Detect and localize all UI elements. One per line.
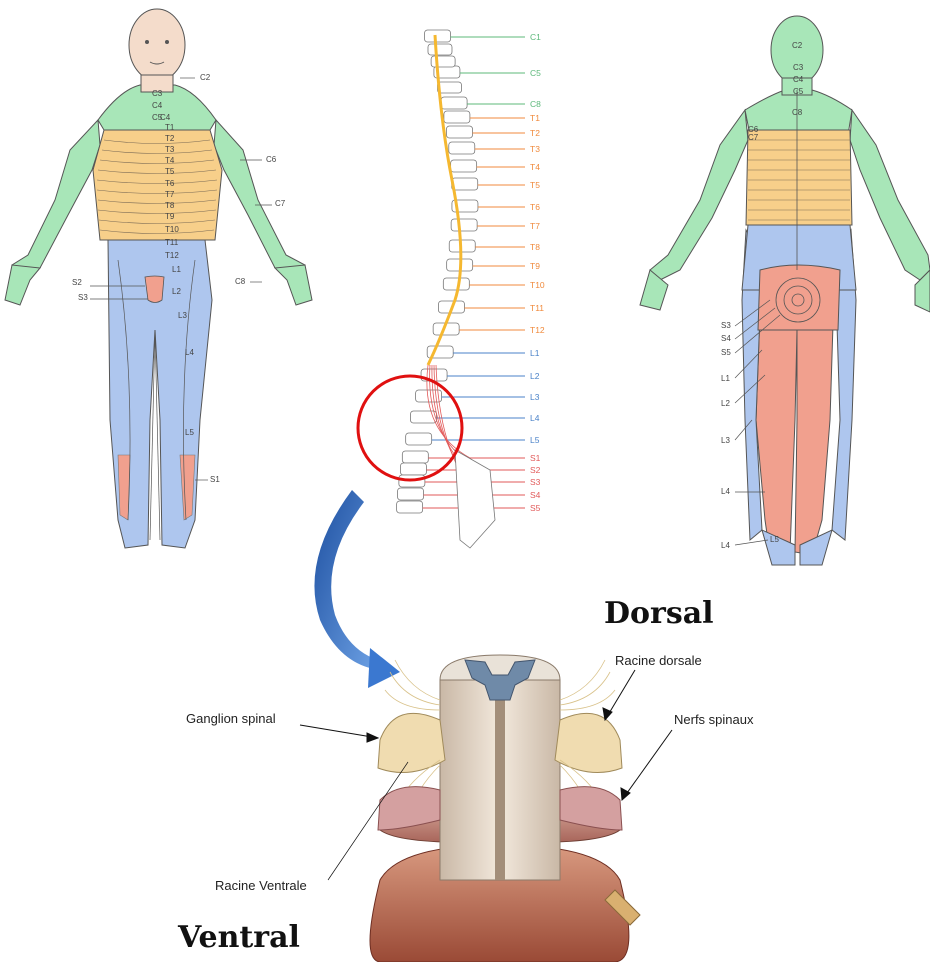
vertebra bbox=[446, 126, 472, 138]
front-dermatome-label: C7 bbox=[275, 199, 286, 208]
front-dermatome-label: C2 bbox=[200, 73, 211, 82]
vertebra bbox=[443, 278, 469, 290]
spinal-cord-cross-section bbox=[370, 655, 640, 962]
vertebra bbox=[451, 219, 477, 231]
front-dermatome-label: T1 bbox=[165, 123, 175, 132]
vertebra bbox=[398, 488, 424, 500]
vertebra bbox=[402, 451, 428, 463]
spine-level-label: L3 bbox=[530, 392, 540, 402]
front-dermatome-label: T7 bbox=[165, 190, 175, 199]
front-dermatome-label: T4 bbox=[165, 156, 175, 165]
front-dermatome-label: S2 bbox=[72, 278, 82, 287]
front-dermatome-label: T12 bbox=[165, 251, 179, 260]
nerfs-spinaux-label: Nerfs spinaux bbox=[674, 712, 753, 727]
spine-level-label: T2 bbox=[530, 128, 540, 138]
vertebra bbox=[452, 178, 478, 190]
back-dermatome-label: L4 bbox=[721, 541, 730, 550]
spine-level-label: T4 bbox=[530, 162, 540, 172]
spine-level-label: S4 bbox=[530, 490, 541, 500]
racine-ventrale-label: Racine Ventrale bbox=[215, 878, 307, 893]
front-dermatome-label: L3 bbox=[178, 311, 187, 320]
spine-level-label: L5 bbox=[530, 435, 540, 445]
vertebra bbox=[451, 160, 477, 172]
vertebra bbox=[441, 97, 467, 109]
front-dermatome-label: S3 bbox=[78, 293, 88, 302]
front-dermatome-label: T2 bbox=[165, 134, 175, 143]
curved-arrow-icon bbox=[314, 490, 400, 688]
front-dermatome-label: T9 bbox=[165, 212, 175, 221]
back-dermatome-label: L2 bbox=[721, 399, 730, 408]
front-dermatome-label: L5 bbox=[185, 428, 194, 437]
vertebra bbox=[406, 433, 432, 445]
spine-column bbox=[397, 30, 525, 548]
back-body-figure bbox=[640, 16, 930, 565]
vertebra bbox=[431, 56, 455, 67]
front-dermatome-label: L2 bbox=[172, 287, 181, 296]
dorsal-title: Dorsal bbox=[604, 596, 714, 631]
front-dermatome-label: S1 bbox=[210, 475, 220, 484]
racine-dorsale-label: Racine dorsale bbox=[615, 653, 702, 668]
back-dermatome-label: L4 bbox=[721, 487, 730, 496]
front-dermatome-label: T6 bbox=[165, 179, 175, 188]
vertebra bbox=[444, 111, 470, 123]
spine-level-label: T8 bbox=[530, 242, 540, 252]
back-dermatome-label: L5 bbox=[770, 535, 779, 544]
spine-level-label: S1 bbox=[530, 453, 541, 463]
spine-level-label: T3 bbox=[530, 144, 540, 154]
ganglion-spinal-label: Ganglion spinal bbox=[186, 711, 276, 726]
spine-level-label: T1 bbox=[530, 113, 540, 123]
front-dermatome-label: C6 bbox=[266, 155, 277, 164]
front-dermatome-label: T11 bbox=[165, 238, 179, 247]
spine-level-label: C8 bbox=[530, 99, 541, 109]
front-dermatome-label: C4 bbox=[152, 101, 163, 110]
spine-level-label: L2 bbox=[530, 371, 540, 381]
front-dermatome-label: C3 bbox=[152, 89, 163, 98]
front-dermatome-label: C4 bbox=[160, 113, 171, 122]
vertebra bbox=[397, 501, 423, 513]
leader-ganglion-spinal bbox=[300, 725, 378, 738]
front-dermatome-label: T5 bbox=[165, 167, 175, 176]
spine-level-label: S2 bbox=[530, 465, 541, 475]
spine-level-label: T5 bbox=[530, 180, 540, 190]
spine-level-label: C1 bbox=[530, 32, 541, 42]
front-dermatome-label: L1 bbox=[172, 265, 181, 274]
back-dermatome-label: C5 bbox=[793, 87, 804, 96]
vertebra bbox=[438, 82, 462, 93]
back-dermatome-label: C2 bbox=[792, 41, 803, 50]
back-dermatome-label: C8 bbox=[792, 108, 803, 117]
front-dermatome-label: C8 bbox=[235, 277, 246, 286]
spine-level-label: T11 bbox=[530, 303, 544, 313]
vertebra bbox=[449, 142, 475, 154]
spine-level-label: T7 bbox=[530, 221, 540, 231]
back-dermatome-label: L3 bbox=[721, 436, 730, 445]
leader-nerfs-spinaux bbox=[622, 730, 672, 800]
front-dermatome-label: T3 bbox=[165, 145, 175, 154]
spine-level-label: T10 bbox=[530, 280, 545, 290]
spine-level-label: L1 bbox=[530, 348, 540, 358]
back-dermatome-label: C3 bbox=[793, 63, 804, 72]
back-dermatome-label: S3 bbox=[721, 321, 731, 330]
spine-level-labels: C1C5C8T1T2T3T4T5T6T7T8T9T10T11T12L1L2L3L… bbox=[530, 32, 545, 513]
spine-level-label: C5 bbox=[530, 68, 541, 78]
front-dermatome-label: L4 bbox=[185, 348, 194, 357]
back-dermatome-label: L1 bbox=[721, 374, 730, 383]
back-dermatome-label: S4 bbox=[721, 334, 731, 343]
spine-level-label: T12 bbox=[530, 325, 545, 335]
back-dermatome-label: S5 bbox=[721, 348, 731, 357]
vertebra bbox=[400, 463, 426, 475]
ventral-title: Ventral bbox=[178, 920, 300, 955]
front-dermatome-label: T8 bbox=[165, 201, 175, 210]
spine-level-label: T6 bbox=[530, 202, 540, 212]
spine-level-label: L4 bbox=[530, 413, 540, 423]
spine-level-label: S3 bbox=[530, 477, 541, 487]
vertebra bbox=[425, 30, 451, 42]
front-dermatome-label: T10 bbox=[165, 225, 179, 234]
vertebra bbox=[428, 44, 452, 55]
back-dermatome-label: C7 bbox=[748, 133, 759, 142]
spine-level-label: S5 bbox=[530, 503, 541, 513]
spine-level-label: T9 bbox=[530, 261, 540, 271]
back-dermatome-label: C4 bbox=[793, 75, 804, 84]
